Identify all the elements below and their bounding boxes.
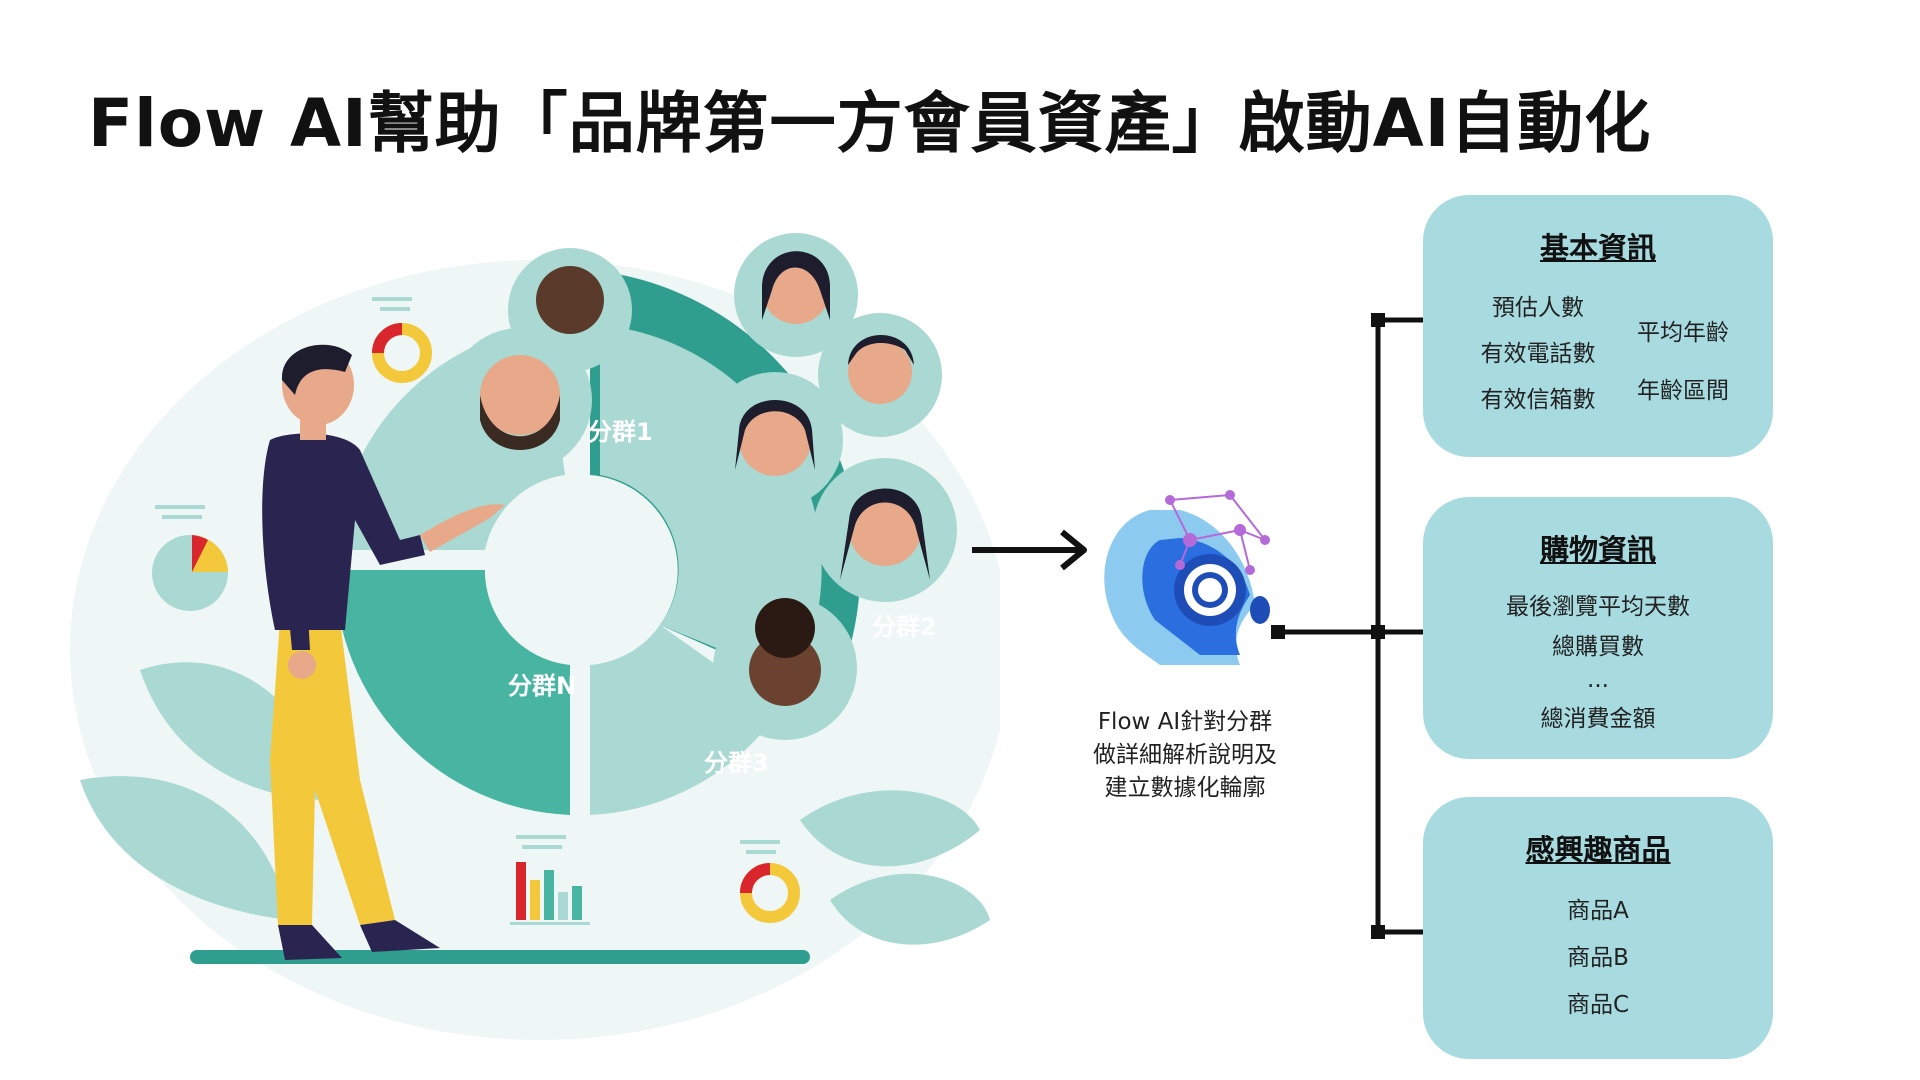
card-shopping-info: 購物資訊 最後瀏覽平均天數 總購買數 ... 總消費金額	[1423, 497, 1773, 759]
card-item: ...	[1587, 667, 1609, 693]
card-item: 商品A	[1567, 898, 1629, 924]
card-item: 總消費金額	[1540, 706, 1656, 732]
card-basic-info-title: 基本資訊	[1539, 231, 1656, 265]
mini-bar-chart	[510, 835, 590, 925]
avatar-group	[448, 233, 957, 740]
ai-robot-head-icon	[1104, 490, 1270, 665]
segment-3-wedge	[590, 625, 780, 815]
presenter-person	[262, 344, 505, 960]
card-shopping-info-list: 最後瀏覽平均天數 總購買數 ... 總消費金額	[1423, 587, 1773, 733]
segment-2-label: 分群2	[872, 613, 937, 641]
card-item: 有效電話數	[1480, 341, 1596, 367]
mini-pie-chart	[152, 505, 228, 611]
segment-1-label: 分群1	[588, 418, 653, 446]
card-item: 有效信箱數	[1480, 387, 1596, 413]
card-basic-info-right-list: 平均年齡 年齡區間	[1613, 313, 1753, 405]
robot-caption-line-1: Flow AI針對分群	[1097, 709, 1273, 735]
card-item: 總購買數	[1552, 634, 1644, 660]
mini-donut-chart-1	[372, 297, 432, 383]
card-shopping-info-title: 購物資訊	[1539, 533, 1656, 567]
card-item: 預估人數	[1492, 295, 1584, 321]
card-interested-products: 感興趣商品 商品A 商品B 商品C	[1423, 797, 1773, 1059]
segment-n-label: 分群N	[508, 672, 577, 700]
card-interested-products-title: 感興趣商品	[1525, 833, 1671, 867]
segment-n-wedge	[334, 570, 570, 815]
segmentation-illustration	[70, 233, 1000, 1040]
card-basic-info: 基本資訊 預估人數 有效電話數 有效信箱數 平均年齡 年齡區間	[1423, 195, 1773, 457]
robot-caption: Flow AI針對分群 做詳細解析說明及 建立數據化輪廓	[1055, 706, 1315, 805]
card-item: 商品C	[1566, 992, 1630, 1018]
robot-caption-line-3: 建立數據化輪廓	[1104, 775, 1266, 801]
mini-donut-chart-2	[740, 840, 800, 923]
ground	[190, 950, 810, 964]
card-item: 最後瀏覽平均天數	[1506, 594, 1690, 620]
leaf-right	[800, 790, 990, 945]
card-basic-info-left-list: 預估人數 有效電話數 有效信箱數	[1453, 288, 1623, 414]
card-interested-products-list: 商品A 商品B 商品C	[1423, 891, 1773, 1019]
arrow-right-icon	[972, 529, 1087, 571]
page-title: Flow AI幫助「品牌第一方會員資產」啟動AI自動化	[88, 85, 1652, 162]
segment-3-label: 分群3	[704, 749, 769, 777]
robot-caption-line-2: 做詳細解析說明及	[1093, 742, 1277, 768]
card-item: 平均年齡	[1637, 320, 1729, 346]
card-item: 商品B	[1567, 945, 1629, 971]
card-item: 年齡區間	[1637, 378, 1729, 404]
